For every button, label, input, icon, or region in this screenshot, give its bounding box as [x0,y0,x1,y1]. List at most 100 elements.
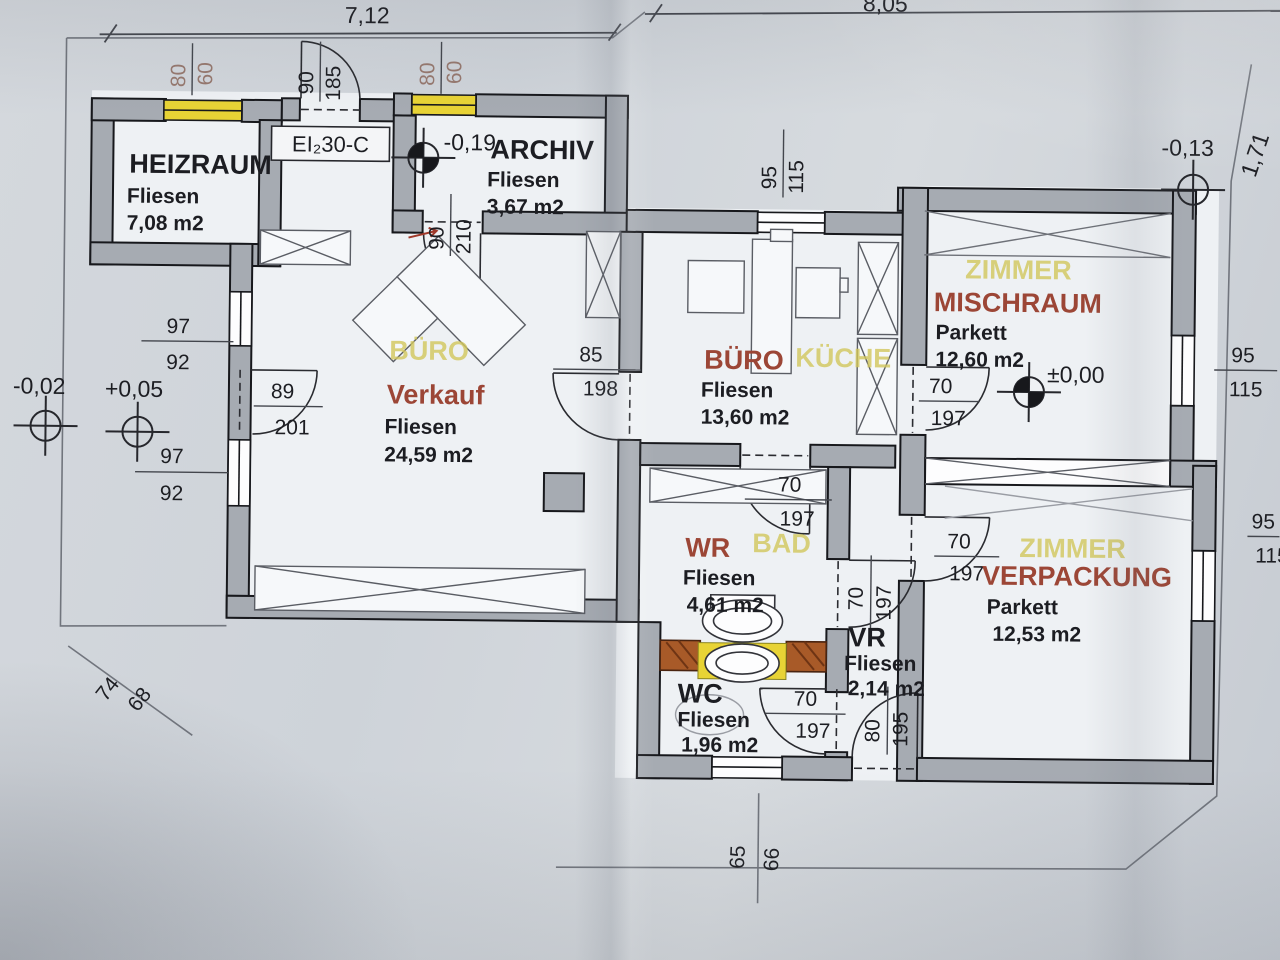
crossed-cabinet [584,230,622,319]
room-heizraum: HEIZRAUM Fliesen 7,08 m2 [127,149,272,236]
svg-text:92: 92 [160,482,184,505]
svg-text:70: 70 [794,688,818,711]
svg-text:EI₂30-C: EI₂30-C [292,131,369,157]
verkauf-desk [351,235,527,367]
fire-door-label: EI₂30-C [270,125,391,163]
svg-text:70: 70 [929,375,953,398]
svg-text:KÜCHE: KÜCHE [795,343,891,374]
svg-text:Fliesen: Fliesen [384,415,457,439]
window-heizraum-highlighted [162,99,243,122]
wc-floor-drain [674,694,745,736]
room-vr: VR Fliesen 2,14 m2 [844,622,925,701]
level-top-right: -0,13 [1161,134,1214,161]
svg-text:WR: WR [685,532,730,562]
svg-text:Verkauf: Verkauf [387,379,486,410]
svg-text:74: 74 [92,673,125,706]
svg-text:70: 70 [778,473,802,496]
dim-right-edge: 1,71 [1235,129,1274,180]
svg-text:13,60 m2: 13,60 m2 [701,406,790,430]
svg-text:197: 197 [795,720,830,743]
svg-text:24,59 m2: 24,59 m2 [384,443,473,467]
level-mischraum: ±0,00 [1047,361,1105,388]
svg-text:12,60 m2: 12,60 m2 [935,348,1024,372]
svg-text:89: 89 [271,380,295,403]
crossed-cabinet [253,565,586,615]
svg-text:BAD: BAD [752,528,811,559]
svg-text:Parkett: Parkett [987,596,1058,620]
svg-text:70: 70 [947,530,971,553]
crossed-cabinet [855,337,899,436]
svg-text:4,61 m2: 4,61 m2 [687,593,764,617]
level-marker [105,401,170,462]
svg-text:115: 115 [785,160,808,194]
opening-dimensions: 80 60 80 60 90 185 90 210 95 115 97 92 8… [92,41,1280,872]
mischraum-cross-marking [924,210,1171,259]
overall-dimension-lines [99,3,1280,43]
wall-to-remove-marking [923,456,1172,488]
svg-text:ZIMMER: ZIMMER [965,254,1072,285]
svg-text:80: 80 [861,719,884,743]
svg-text:95: 95 [1251,510,1275,533]
svg-text:60: 60 [194,62,217,86]
svg-text:HEIZRAUM: HEIZRAUM [129,149,272,180]
svg-text:Fliesen: Fliesen [677,708,750,732]
svg-text:115: 115 [1229,378,1263,401]
crossed-cabinet [856,241,900,336]
room-mischraum: ZIMMER MISCHRAUM Parkett 12,60 m2 [934,254,1102,372]
svg-text:2,14 m2: 2,14 m2 [848,677,925,701]
svg-text:197: 197 [779,507,814,530]
new-wall-segment [785,640,828,673]
svg-text:Fliesen: Fliesen [844,652,917,676]
svg-text:97: 97 [160,445,184,468]
windows [162,93,1217,780]
window-top-middle [756,211,826,234]
toilet-lower [704,643,780,683]
svg-text:Fliesen: Fliesen [487,168,560,192]
svg-text:65: 65 [726,845,750,869]
svg-text:95: 95 [1231,344,1255,367]
svg-text:70: 70 [845,587,868,611]
svg-text:BÜRO: BÜRO [704,345,784,376]
svg-text:MISCHRAUM: MISCHRAUM [934,287,1102,319]
svg-text:1,96 m2: 1,96 m2 [681,733,758,757]
level-archiv: -0,19 [443,129,496,156]
verpackung-cross-marking [944,485,1194,522]
svg-text:VERPACKUNG: VERPACKUNG [982,561,1172,593]
svg-text:Parkett: Parkett [935,321,1006,345]
svg-text:Fliesen: Fliesen [701,379,774,403]
svg-text:68: 68 [123,683,156,716]
level-outside-left: -0,02 [13,372,66,399]
property-lines [59,11,1253,904]
svg-text:115: 115 [1255,544,1280,567]
toilet-upper [701,593,784,643]
svg-text:BÜRO: BÜRO [389,335,469,366]
room-verpackung: ZIMMER VERPACKUNG Parkett 12,53 m2 [982,533,1172,647]
window-bottom [711,755,783,780]
room-buero: BÜRO KÜCHE Fliesen 13,60 m2 [701,343,892,430]
svg-text:Fliesen: Fliesen [683,566,756,590]
svg-text:90: 90 [295,71,318,95]
level-markers [13,127,1226,462]
window-archiv-highlighted [411,93,477,117]
svg-text:197: 197 [949,562,984,585]
svg-text:97: 97 [166,315,190,338]
room-archiv: ARCHIV Fliesen 3,67 m2 [487,134,594,219]
level-marker [391,127,456,188]
svg-text:210: 210 [452,219,475,254]
svg-text:197: 197 [931,407,966,430]
svg-text:Fliesen: Fliesen [127,185,200,209]
dim-top-left: 7,12 [345,2,390,28]
furniture [253,210,1194,615]
svg-text:90: 90 [425,226,448,250]
revision-arrow [408,226,439,239]
svg-text:80: 80 [167,64,190,88]
sanitary-zone [408,226,828,736]
svg-text:ARCHIV: ARCHIV [490,134,594,165]
svg-text:VR: VR [848,622,886,652]
window-left-upper [228,290,253,347]
svg-text:198: 198 [583,377,618,400]
level-marker [1161,159,1226,220]
new-wall-segment [659,639,702,672]
svg-text:66: 66 [760,847,784,871]
